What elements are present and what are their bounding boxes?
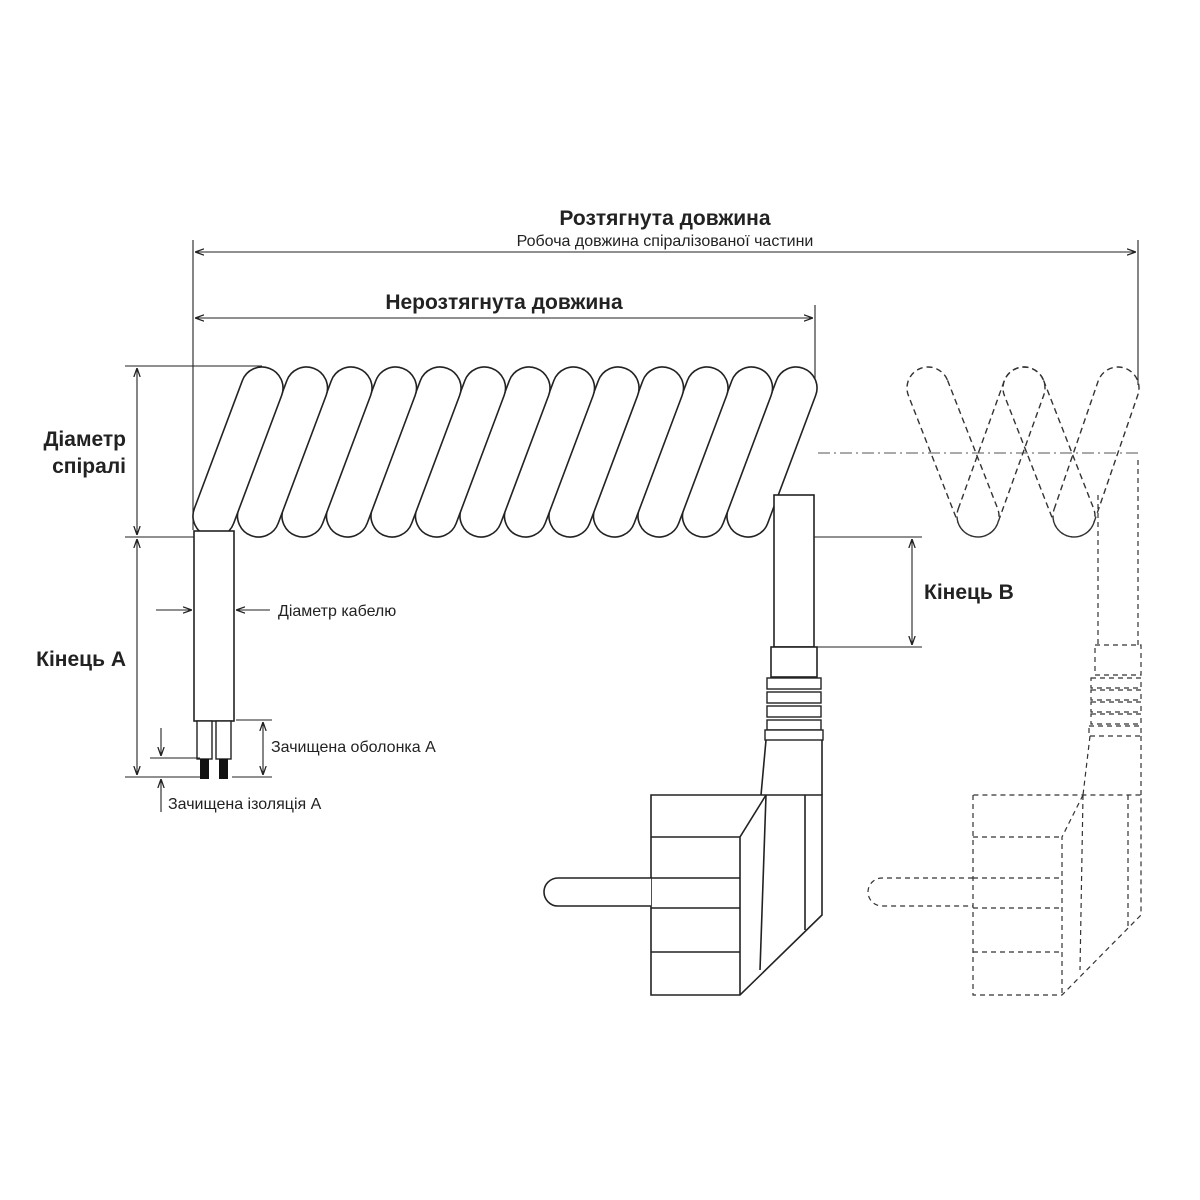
unstretched-length-dimension bbox=[195, 305, 816, 385]
end-b-label: Кінець В bbox=[924, 581, 1014, 604]
end-a-dimension bbox=[125, 539, 208, 778]
working-length-label: Робоча довжина спіралізованої частини bbox=[517, 233, 814, 250]
stretched-coil-turn bbox=[1002, 366, 1096, 538]
stretched-plug-outline bbox=[867, 794, 1142, 996]
stretched-cable-end-outline bbox=[1082, 460, 1142, 796]
unstretched-length-label: Нерозтягнута довжина bbox=[385, 291, 623, 314]
conductor-core bbox=[219, 759, 228, 779]
stripped-sheath-label: Зачищена оболонка А bbox=[271, 739, 436, 756]
stretched-plug-pin bbox=[867, 877, 973, 907]
stretched-length-label: Розтягнута довжина bbox=[559, 207, 770, 230]
coil-diameter-label-line1: Діаметр bbox=[43, 428, 126, 451]
coil-diameter-label-line2: спіралі bbox=[52, 455, 126, 478]
end-b-dimension bbox=[814, 536, 922, 648]
coil-spiral bbox=[192, 366, 818, 538]
stretched-coil-turn bbox=[956, 366, 1046, 538]
plug-pin bbox=[543, 877, 651, 907]
stretched-coil-turn bbox=[906, 366, 1000, 538]
end-a-label: Кінець А bbox=[36, 648, 126, 671]
cable-end-b bbox=[773, 494, 815, 648]
stretched-coil-turn bbox=[1052, 366, 1140, 538]
plug-body bbox=[650, 739, 823, 996]
cable-diameter-label: Діаметр кабелю bbox=[278, 603, 396, 620]
strain-relief bbox=[764, 646, 824, 741]
stretched-length-dimension bbox=[192, 240, 1139, 530]
stripped-insulation-dimension bbox=[150, 728, 200, 812]
conductor-core bbox=[200, 759, 209, 779]
cable-end-a bbox=[193, 530, 235, 779]
stripped-sheath-dimension bbox=[232, 719, 272, 778]
stripped-insulation-label: Зачищена ізоляція А bbox=[168, 796, 322, 813]
stretched-coil-outline bbox=[906, 366, 1140, 538]
